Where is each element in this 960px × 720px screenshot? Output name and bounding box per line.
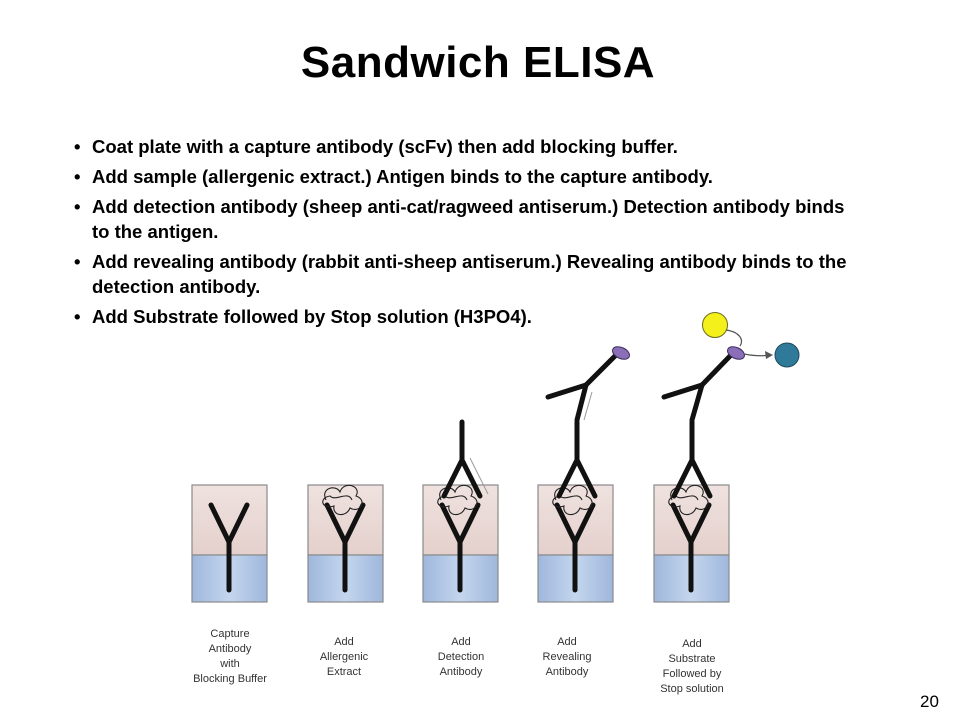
caption-line: Add <box>682 638 702 650</box>
well-4 <box>537 346 630 603</box>
caption-line: Add <box>557 636 577 648</box>
bullet-item: Add detection antibody (sheep anti-cat/r… <box>72 194 862 244</box>
caption-line: Add <box>334 636 354 648</box>
caption-line: Antibody <box>546 666 589 678</box>
captions: Capture Antibody with Blocking Buffer Ad… <box>193 628 724 695</box>
product <box>774 342 800 368</box>
revealing-antibody <box>661 352 734 423</box>
revealing-antibody <box>545 352 619 423</box>
capture-antibody <box>439 502 481 593</box>
antigen <box>322 484 363 516</box>
caption-line: Detection <box>438 651 484 663</box>
bullet-item: Add revealing antibody (rabbit anti-shee… <box>72 249 862 299</box>
capture-antibody <box>670 502 712 593</box>
caption-line: Capture <box>210 628 249 640</box>
detection-antibody <box>671 419 713 499</box>
bullet-item: Add Substrate followed by Stop solution … <box>72 304 862 329</box>
well-1 <box>191 484 268 603</box>
caption-line: Stop solution <box>660 683 724 695</box>
substrate <box>702 312 728 338</box>
bullet-item: Add sample (allergenic extract.) Antigen… <box>72 164 862 189</box>
detection-antibody <box>556 419 598 499</box>
detection-antibody <box>441 419 483 499</box>
capture-antibody <box>324 502 366 593</box>
caption-line: Allergenic <box>320 651 369 663</box>
caption-line: Add <box>451 636 471 648</box>
caption-line: Antibody <box>209 643 252 655</box>
well-3 <box>422 419 499 603</box>
caption-line: Followed by <box>663 668 722 680</box>
caption-line: with <box>219 658 240 670</box>
caption-line: Extract <box>327 666 361 678</box>
arrow-head <box>765 351 773 359</box>
caption-line: Antibody <box>440 666 483 678</box>
detection-antibody-shadow <box>469 457 489 495</box>
caption-line: Blocking Buffer <box>193 673 267 685</box>
caption-line: Revealing <box>543 651 592 663</box>
capture-antibody <box>554 502 596 593</box>
bullet-item: Coat plate with a capture antibody (scFv… <box>72 134 862 159</box>
caption-line: Substrate <box>668 653 715 665</box>
enzyme <box>727 346 745 360</box>
slide-number: 20 <box>920 692 939 711</box>
enzyme <box>612 346 630 360</box>
revealing-antibody-shadow <box>583 391 593 421</box>
well-2 <box>307 484 384 603</box>
slide-title: Sandwich ELISA <box>300 38 656 87</box>
well-5 <box>653 312 800 603</box>
capture-antibody <box>208 502 250 593</box>
bullet-list: Coat plate with a capture antibody (scFv… <box>72 134 862 334</box>
